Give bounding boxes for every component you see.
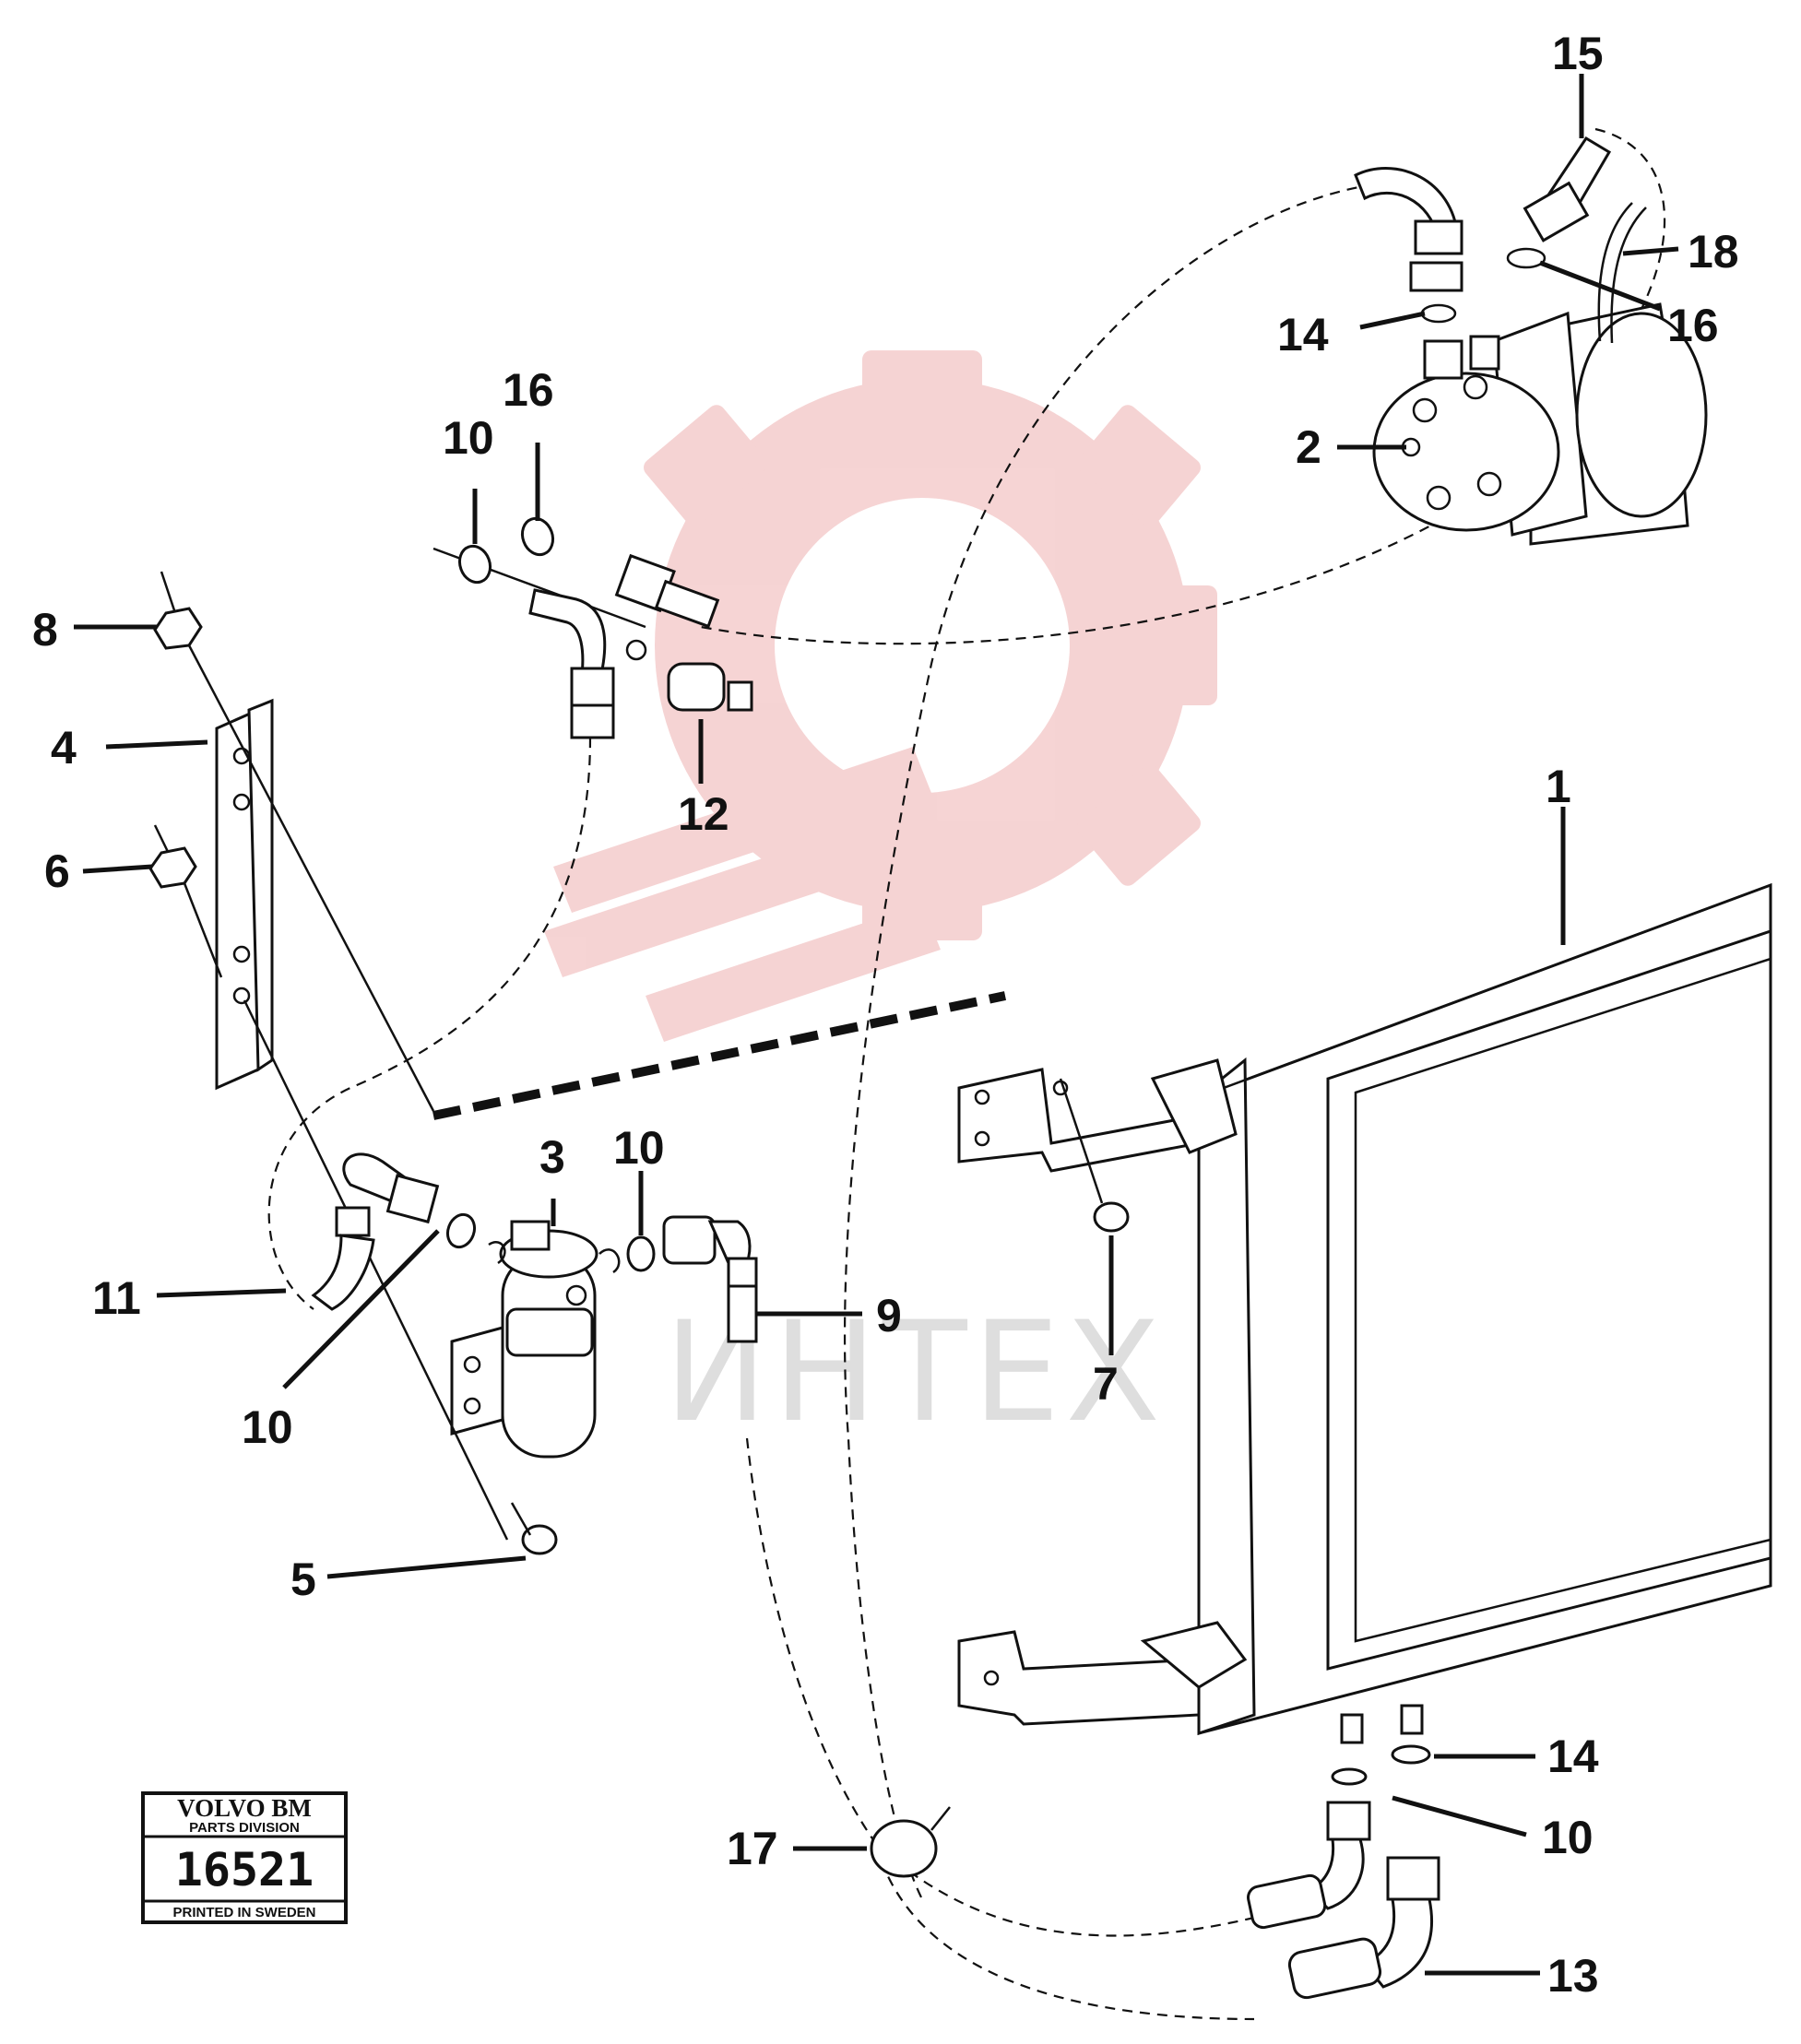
callout-16-compressor: 16 [1667,300,1719,351]
bottom-fittings [870,1744,1440,2000]
compressor-fittings [1354,136,1647,344]
pressure-switch-fittings [432,516,753,739]
callout-11: 11 [92,1272,141,1324]
parts-division-stamp: VOLVO BM PARTS DIVISION 16521 PRINTED IN… [141,1791,348,1924]
callout-9: 9 [876,1290,902,1341]
stamp-number: 16521 [175,1843,314,1896]
callout-10-condenser: 10 [1542,1812,1594,1863]
callout-7: 7 [1093,1358,1119,1410]
callout-1: 1 [1546,761,1571,812]
callout-13: 13 [1547,1950,1599,2002]
watermark-gear-icon [544,350,1217,1042]
callout-14-compressor: 14 [1277,309,1329,360]
drier-fittings [311,1152,758,1343]
callout-18: 18 [1688,226,1739,278]
callout-5: 5 [290,1554,316,1605]
callout-10-drier-outlet: 10 [613,1122,665,1174]
callout-6: 6 [44,845,70,897]
watermark: ИНТЕХ [544,350,1217,1453]
callout-10-switch: 10 [443,412,494,464]
compressor [1372,302,1708,546]
receiver-drier [450,1220,621,1459]
leader-lines [74,74,1679,1976]
stamp-division: PARTS DIVISION [189,1820,300,1836]
callout-16-switch: 16 [503,364,554,416]
callout-14-condenser: 14 [1547,1731,1599,1782]
mounting-bracket [215,698,274,1091]
callout-12: 12 [678,788,729,840]
condenser [957,882,1772,1744]
stamp-brand: VOLVO BM [177,1794,312,1822]
callout-3: 3 [539,1131,565,1183]
callout-4: 4 [51,722,77,774]
callouts: 1 2 3 4 5 6 7 8 9 10 10 10 10 11 12 13 1… [32,28,1739,2002]
callout-8: 8 [32,604,58,656]
callout-10-drier-inlet: 10 [242,1401,293,1453]
stamp-footer: PRINTED IN SWEDEN [172,1905,315,1920]
callout-17: 17 [727,1823,778,1874]
callout-15: 15 [1552,28,1604,79]
callout-2: 2 [1296,421,1321,473]
